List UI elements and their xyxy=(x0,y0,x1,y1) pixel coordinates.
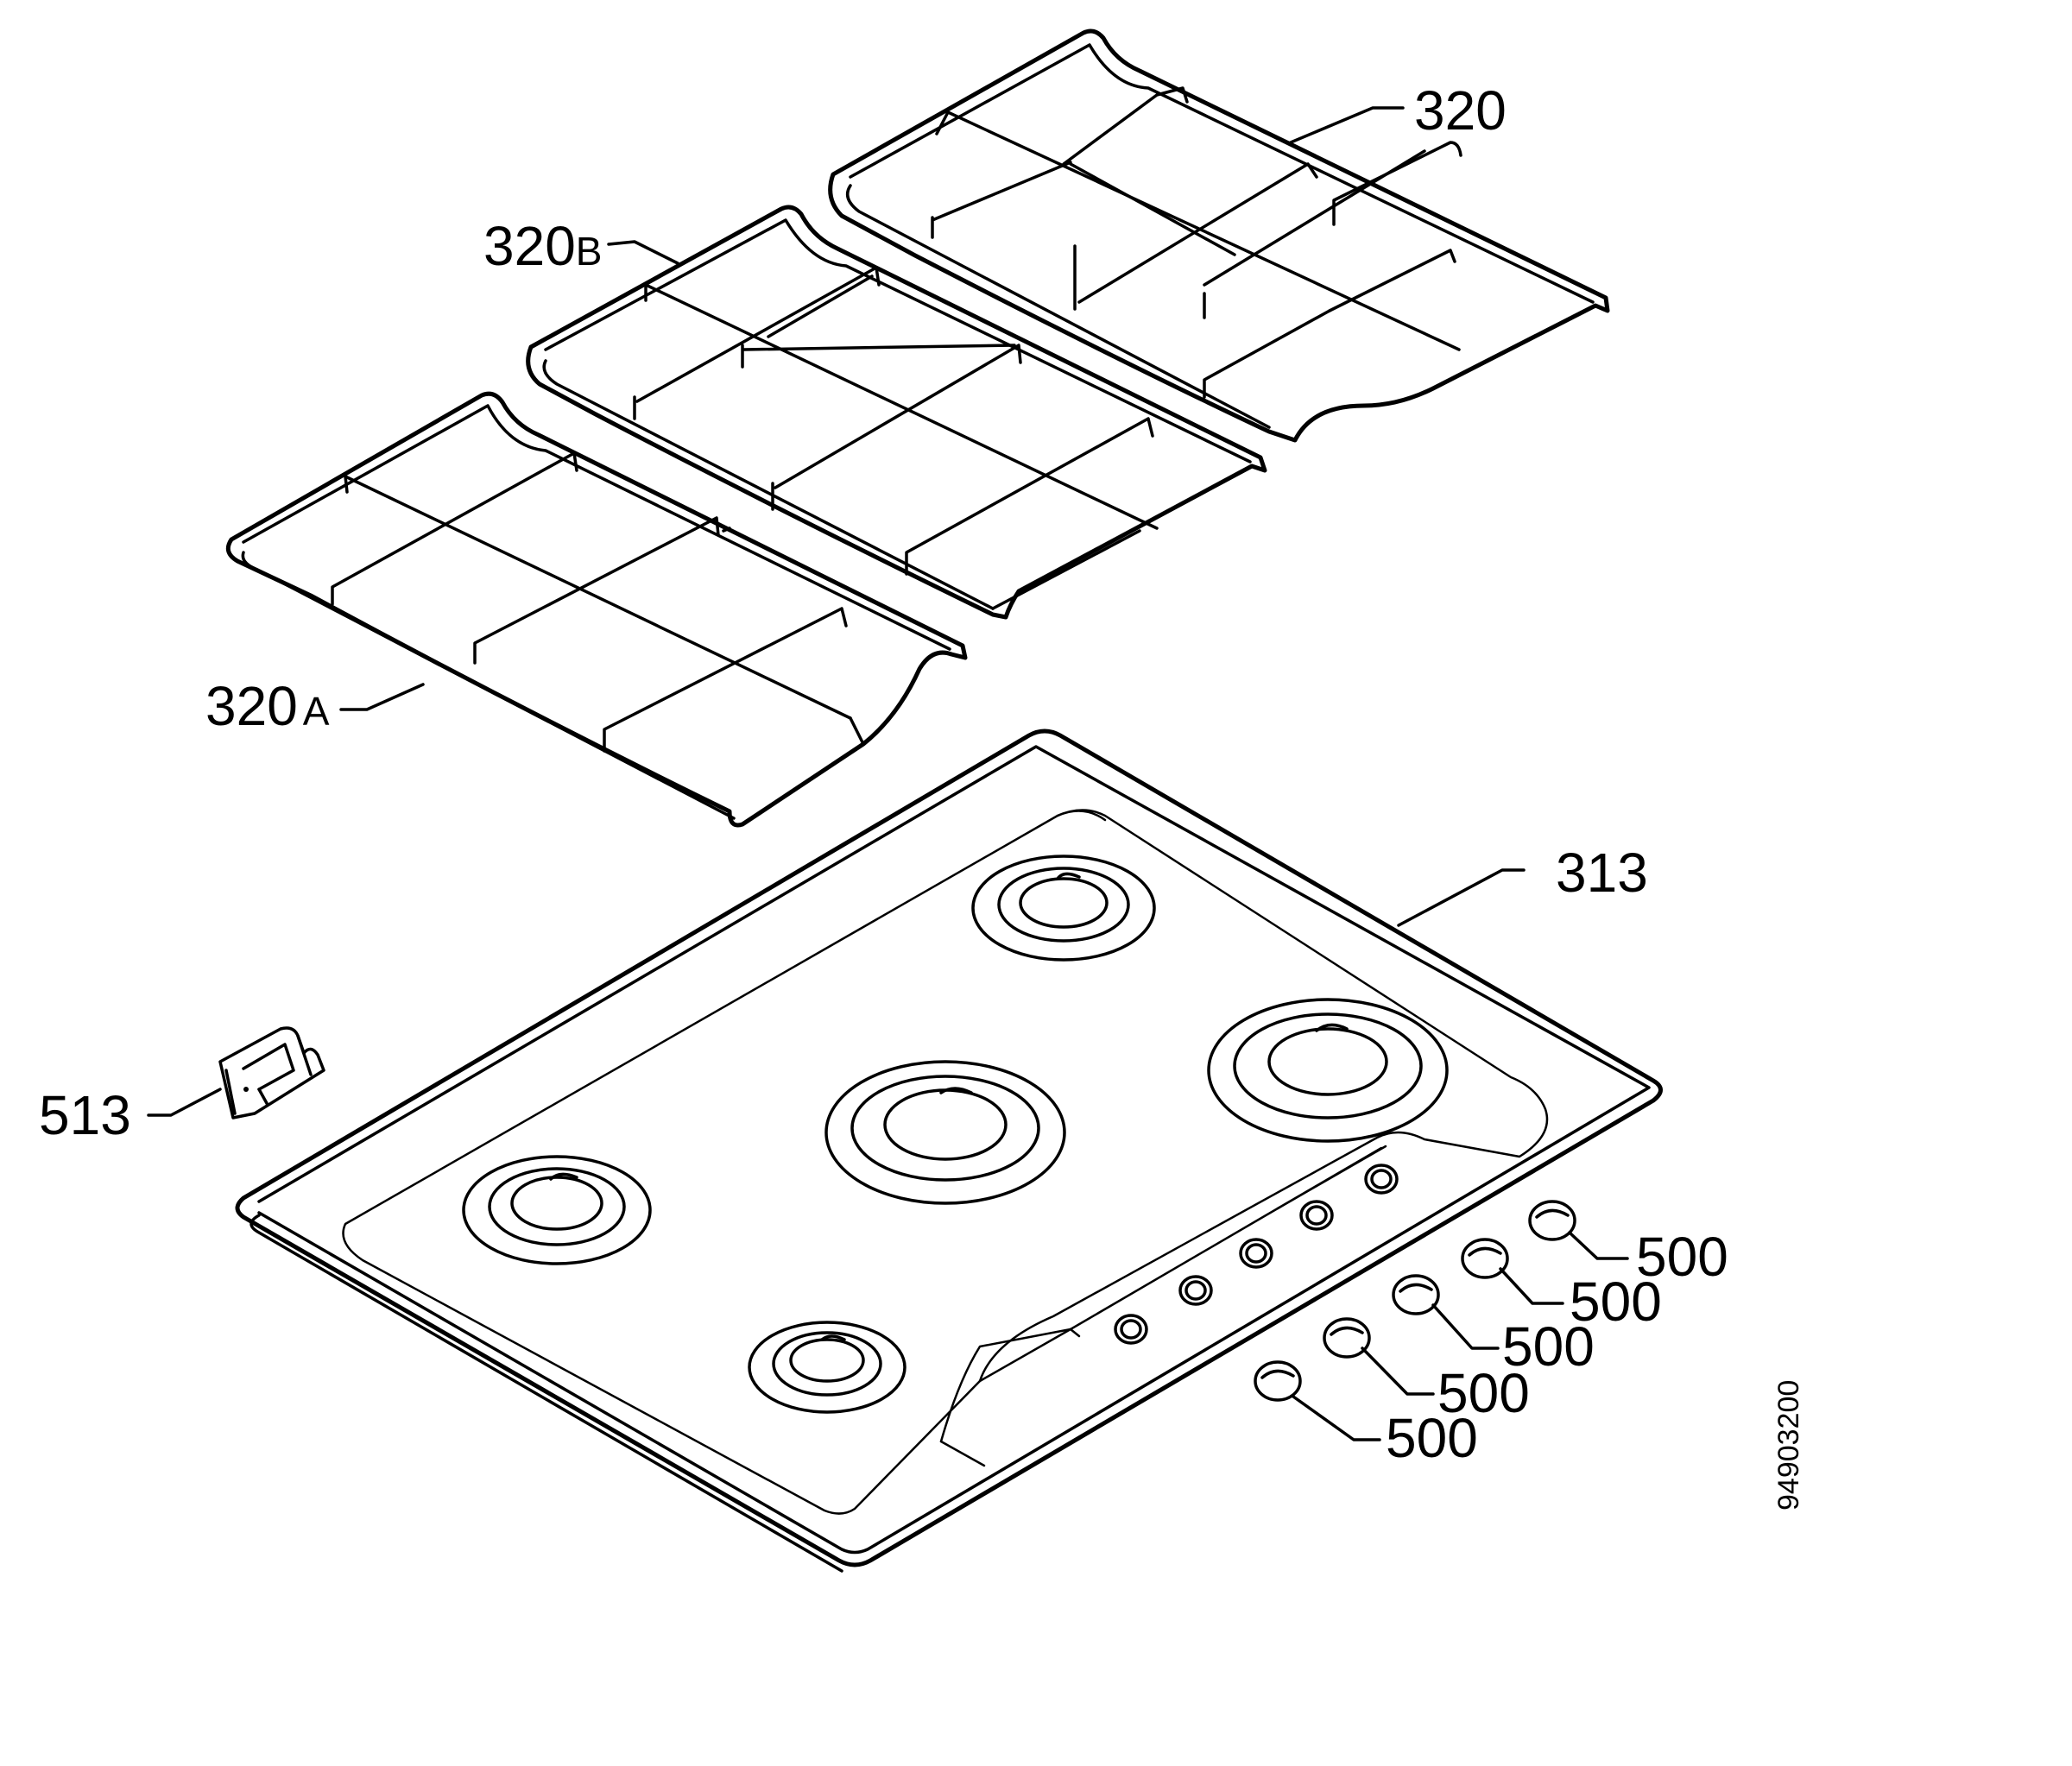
label-320a-suffix: A xyxy=(303,689,330,734)
burner-rear-right xyxy=(1207,998,1449,1143)
label-513: 513 xyxy=(39,1084,131,1146)
label-500-2: 500 xyxy=(1570,1271,1662,1333)
knob-500-4 xyxy=(1461,1238,1509,1279)
label-500-1: 500 xyxy=(1636,1226,1728,1288)
knob-holes xyxy=(1114,1164,1399,1345)
label-313: 313 xyxy=(1556,842,1648,904)
pan-support-320a xyxy=(225,391,968,828)
label-320: 320 xyxy=(1414,79,1507,142)
label-320b: 320B xyxy=(483,215,602,277)
label-320a-number: 320 xyxy=(205,675,298,737)
label-320b-suffix: B xyxy=(576,229,603,274)
control-knobs-500 xyxy=(1254,1200,1576,1402)
pan-support-320 xyxy=(828,28,1610,443)
pan-support-320b xyxy=(526,205,1267,620)
burner-front-left xyxy=(462,1155,652,1265)
label-500-5: 500 xyxy=(1386,1407,1478,1469)
burner-front-right xyxy=(748,1321,906,1414)
knob-500-5 xyxy=(1528,1200,1576,1241)
knob-500-2 xyxy=(1323,1317,1371,1359)
drawing-code: 94903200 xyxy=(1772,1380,1805,1511)
clip-513 xyxy=(218,1026,325,1120)
leader-lines xyxy=(147,106,1629,1441)
hob-top-313 xyxy=(235,728,1663,1573)
knob-500-3 xyxy=(1392,1274,1440,1315)
label-500-3: 500 xyxy=(1502,1315,1595,1378)
burner-center xyxy=(824,1060,1066,1205)
label-500-4: 500 xyxy=(1437,1362,1530,1424)
burner-rear-left xyxy=(971,855,1156,962)
label-320b-number: 320 xyxy=(483,215,576,277)
knob-500-1 xyxy=(1254,1360,1302,1402)
